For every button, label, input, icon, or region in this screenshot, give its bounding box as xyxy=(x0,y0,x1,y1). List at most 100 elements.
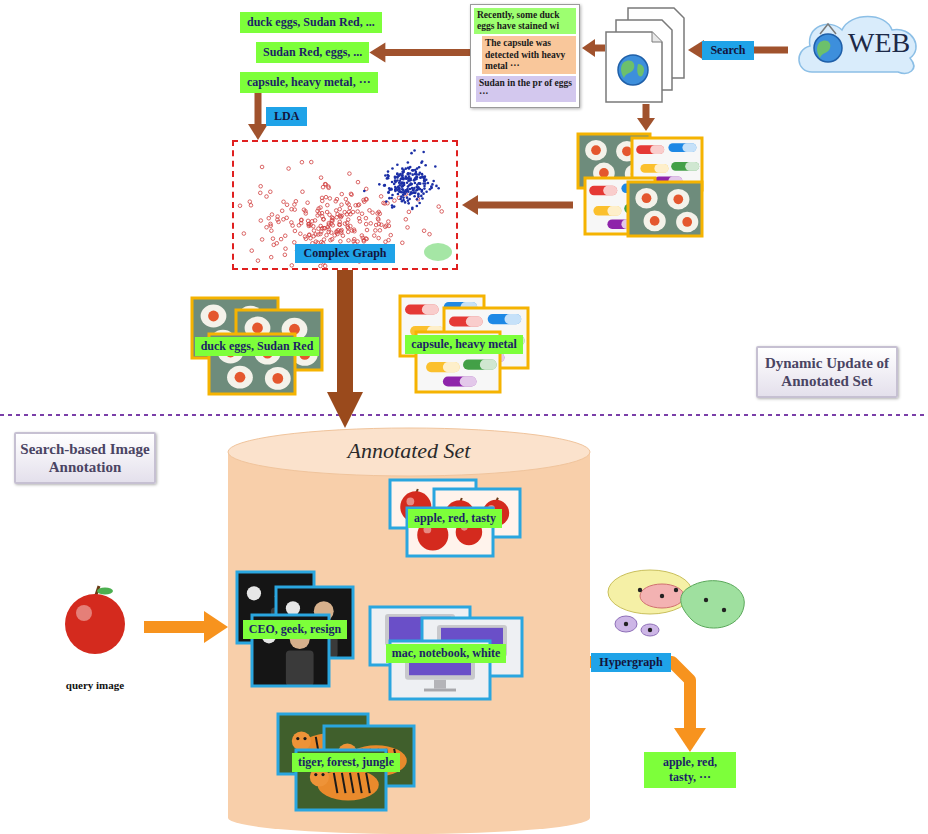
complex-graph-art-part xyxy=(330,237,334,241)
photo-part xyxy=(628,182,702,236)
photo-part-part xyxy=(607,206,621,216)
complex-graph-art-part xyxy=(347,203,351,207)
complex-graph-art-part xyxy=(303,235,307,239)
complex-graph-art-part xyxy=(421,173,424,176)
complex-graph-art-part xyxy=(284,247,288,251)
photo-part-part xyxy=(685,162,699,171)
photo-part-part xyxy=(650,145,664,154)
complex-graph-art-part xyxy=(415,178,418,181)
photo-part-part xyxy=(671,162,699,171)
complex-graph-art-part xyxy=(387,170,390,173)
query-image-art-part xyxy=(76,605,92,621)
web-cloud-art-part xyxy=(817,40,830,58)
complex-graph-art-part xyxy=(350,193,354,197)
complex-graph-art-part xyxy=(387,191,390,194)
complex-graph-art-part xyxy=(309,160,313,164)
complex-graph-art-part xyxy=(242,232,246,236)
photo-part-part xyxy=(286,601,300,615)
complex-graph-art-part xyxy=(271,237,275,241)
photo-part-part xyxy=(640,164,668,173)
complex-graph-art-part xyxy=(419,176,422,179)
complex-graph-art-part xyxy=(401,177,404,180)
query-image-art xyxy=(46,582,144,694)
photo-part-part xyxy=(406,498,414,506)
complex-graph-art-part xyxy=(388,197,391,200)
complex-graph-art-part xyxy=(279,237,283,241)
photo-part-part xyxy=(303,737,306,740)
photo-part-part xyxy=(676,212,698,233)
complex-graph-art-part xyxy=(424,243,452,261)
complex-graph-art-part xyxy=(377,210,381,214)
image-cluster: CEO, geek, resign xyxy=(235,570,355,688)
complex-graph-art-part xyxy=(398,190,401,193)
complex-graph-art-part xyxy=(425,190,428,193)
photo xyxy=(628,182,702,236)
complex-graph-art-part xyxy=(325,210,329,214)
complex-graph-art-part xyxy=(397,193,400,196)
photo-part-part xyxy=(673,194,683,204)
complex-graph-art-part xyxy=(248,200,252,204)
complex-graph-art-part xyxy=(335,230,339,234)
complex-graph-art-part xyxy=(411,169,414,172)
tag-label: CEO, geek, resign xyxy=(243,620,347,639)
complex-graph-art-part xyxy=(307,233,311,237)
complex-graph-art-part xyxy=(384,184,387,187)
complex-graph-art-part xyxy=(312,229,316,233)
photo-part-part xyxy=(201,305,227,328)
complex-graph-art-part xyxy=(383,184,386,187)
photo-part-part xyxy=(292,731,311,750)
photo-part-part xyxy=(265,367,291,390)
complex-graph-art-part xyxy=(401,241,405,245)
complex-graph-art-part xyxy=(356,210,360,214)
complex-graph-art-part xyxy=(285,203,289,207)
complex-graph-art-part xyxy=(327,223,331,227)
photo-part-part xyxy=(443,362,460,372)
photo-part-part xyxy=(466,316,483,326)
complex-graph-art-part xyxy=(314,233,318,237)
complex-graph-art-part xyxy=(407,161,410,164)
complex-graph-art-part xyxy=(416,183,419,186)
complex-graph-art-part xyxy=(297,224,301,228)
complex-graph-art-part xyxy=(378,183,381,186)
complex-graph-art-part xyxy=(300,218,304,222)
complex-graph-art-part xyxy=(306,201,310,205)
complex-graph-art-part xyxy=(379,195,383,199)
hypergraph-sketch-part xyxy=(624,622,628,626)
section-heading: Search-based Image Annotation xyxy=(14,432,156,484)
hypergraph-sketch-part xyxy=(615,616,637,632)
complex-graph-art-part xyxy=(407,199,410,202)
heading-text: Dynamic Update of Annotated Set xyxy=(762,354,892,390)
image-cluster: capsule, heavy metal xyxy=(398,294,530,394)
complex-graph-art-part xyxy=(267,216,271,220)
photo-part-part xyxy=(654,164,668,173)
complex-graph-art-part xyxy=(411,208,414,211)
complex-graph-art-part xyxy=(393,199,397,203)
complex-graph-art-part xyxy=(390,197,393,200)
complex-graph-art-part xyxy=(409,183,412,186)
photo-part-part xyxy=(334,773,338,793)
complex-graph-art-part xyxy=(407,167,410,170)
complex-graph-art-part xyxy=(384,174,387,177)
complex-graph-art-part xyxy=(260,238,264,242)
complex-graph-art-part xyxy=(393,205,396,208)
complex-graph-art-part xyxy=(287,167,291,171)
arrow-head xyxy=(674,728,706,752)
complex-graph-art-part xyxy=(420,195,423,198)
web-pages-icon-part xyxy=(618,55,648,85)
complex-graph-art-part xyxy=(338,207,342,211)
complex-graph-art-part xyxy=(412,188,415,191)
complex-graph-art-part xyxy=(394,176,397,179)
web-images xyxy=(578,134,702,236)
photo-part-part xyxy=(342,773,346,793)
annotated-set-art-part xyxy=(228,452,590,834)
snippet-text: The capsule was detected with heavy meta… xyxy=(482,36,576,74)
complex-graph-art-part xyxy=(417,195,420,198)
complex-graph-art-part xyxy=(319,176,323,180)
complex-graph-art-part xyxy=(413,149,416,152)
photo-part-part xyxy=(235,372,246,383)
photo-part-part xyxy=(405,304,439,314)
hypergraph-sketch-part xyxy=(608,570,692,614)
complex-graph-art-part xyxy=(377,236,381,240)
photo-part-part xyxy=(366,773,370,793)
complex-graph-art-part xyxy=(290,264,294,268)
